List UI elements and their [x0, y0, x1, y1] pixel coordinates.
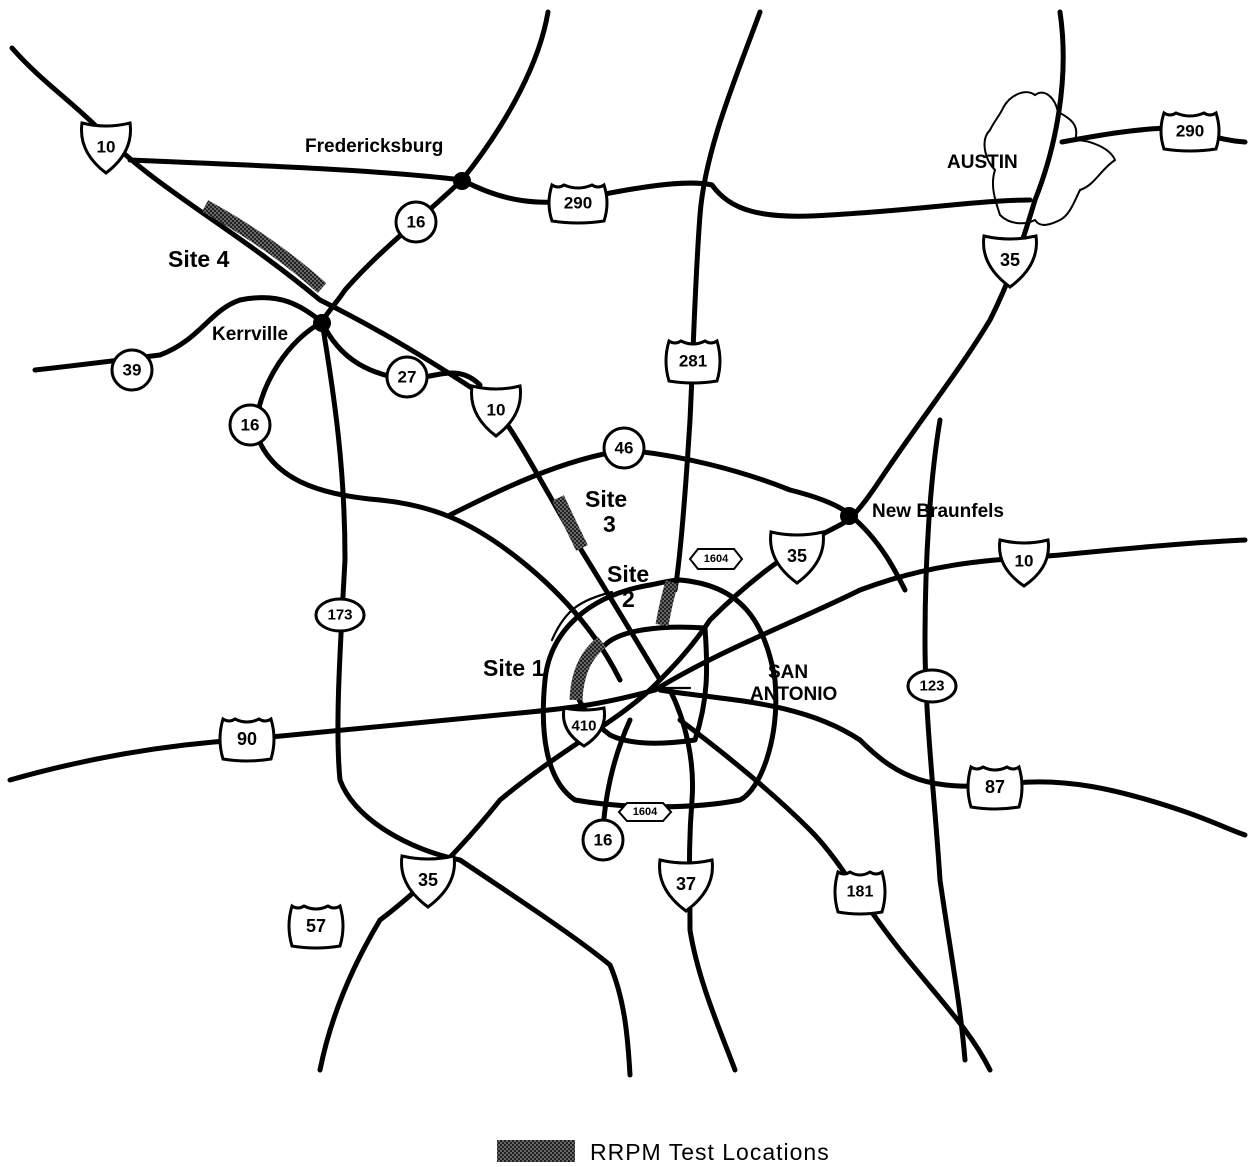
svg-text:10: 10	[1015, 552, 1034, 571]
fm1604-south-shield: 1604	[617, 802, 673, 822]
us181-shield: 181	[833, 869, 887, 916]
site3-label-line2: 3	[603, 511, 616, 537]
i10-east-road	[652, 537, 1248, 693]
i10-mid-shield: 10	[470, 384, 522, 438]
site4-label: Site 4	[168, 246, 230, 272]
svg-text:16: 16	[241, 416, 260, 435]
us290-east-shield: 290	[1159, 110, 1221, 153]
site1-label: Site 1	[483, 655, 545, 681]
kerrville-label: Kerrville	[212, 324, 288, 345]
svg-text:39: 39	[123, 361, 142, 380]
rrpm-sites	[201, 200, 679, 701]
us281-shield: 281	[664, 338, 722, 385]
site2-marker	[655, 580, 679, 627]
sh39-road	[32, 295, 325, 373]
us57-shield: 57	[287, 903, 345, 950]
state-shields: 16 16 16 27 39 46 173 123	[110, 200, 958, 862]
legend-label: RRPM Test Locations	[590, 1139, 830, 1165]
svg-text:90: 90	[237, 729, 257, 749]
sh46-shield: 46	[602, 426, 646, 470]
san-antonio-label-line2: ANTONIO	[750, 684, 837, 705]
svg-text:173: 173	[327, 607, 352, 624]
sh46-road	[447, 447, 908, 593]
svg-text:281: 281	[679, 352, 707, 371]
us-shields: 290 290 281 90 87 181 57	[218, 110, 1221, 950]
i35-mid-shield: 35	[769, 530, 825, 585]
austin-city-outline	[983, 91, 1117, 226]
i37-shield: 37	[658, 858, 714, 913]
sh16-west-shield: 16	[228, 403, 272, 447]
svg-text:35: 35	[787, 546, 807, 566]
svg-text:10: 10	[97, 138, 116, 157]
us90-road	[7, 687, 658, 783]
i35-north-road	[652, 9, 1066, 688]
site2-leader	[550, 590, 614, 642]
austin-label: AUSTIN	[947, 152, 1018, 173]
road-network	[7, 9, 1248, 1078]
i410-shield: 410	[561, 706, 607, 748]
interstate-shields: 10 10 10 35 35 35 37 410	[80, 121, 1050, 913]
site2-label-line2: 2	[622, 586, 635, 612]
svg-text:27: 27	[398, 368, 417, 387]
sh27-shield: 27	[385, 355, 429, 399]
sh173-shield: 173	[314, 597, 366, 633]
svg-text:16: 16	[594, 831, 613, 850]
site3-marker	[552, 495, 588, 551]
svg-text:410: 410	[571, 718, 596, 735]
us290-road	[127, 157, 1033, 219]
road-fredericksburg-north	[459, 9, 551, 183]
sh123-road	[922, 417, 968, 1063]
sh16-west-road	[252, 319, 623, 683]
loop1604-road	[540, 577, 779, 810]
svg-text:35: 35	[1000, 250, 1020, 270]
svg-text:16: 16	[407, 213, 426, 232]
site3-label-line1: Site	[585, 486, 627, 512]
fm1604-north-shield: 1604	[688, 548, 744, 570]
site2-label-line1: Site	[607, 561, 649, 587]
sh16-north-shield: 16	[394, 200, 438, 244]
us90-shield: 90	[218, 716, 276, 763]
kerrville-dot	[313, 314, 331, 332]
svg-text:37: 37	[676, 874, 696, 894]
i35-south-shield: 35	[400, 854, 456, 909]
new-braunfels-dot	[840, 507, 858, 525]
san-antonio-label-line1: SAN	[768, 662, 808, 683]
fredericksburg-dot	[453, 172, 471, 190]
legend: RRPM Test Locations	[497, 1139, 830, 1165]
site4-marker	[201, 200, 327, 293]
us87-shield: 87	[966, 764, 1024, 811]
svg-text:1604: 1604	[704, 553, 729, 565]
sh16-south-shield: 16	[581, 818, 625, 862]
site1-marker	[569, 636, 607, 701]
i10-nw-shield: 10	[80, 121, 132, 175]
svg-text:290: 290	[564, 194, 592, 213]
fredericksburg-label: Fredericksburg	[305, 136, 443, 157]
sh173-road	[319, 319, 633, 1078]
sh39-shield: 39	[110, 348, 154, 392]
fm-shields: 1604 1604	[617, 548, 744, 822]
us281-road	[672, 9, 763, 593]
svg-text:181: 181	[847, 884, 874, 901]
i35-north-shield: 35	[982, 234, 1038, 289]
svg-text:10: 10	[487, 401, 506, 420]
svg-text:87: 87	[985, 777, 1005, 797]
us290-west-shield: 290	[547, 182, 609, 225]
svg-text:1604: 1604	[633, 806, 658, 818]
svg-text:35: 35	[418, 870, 438, 890]
us87-road	[657, 687, 1248, 838]
i10-east-shield: 10	[998, 538, 1050, 588]
new-braunfels-label: New Braunfels	[872, 501, 1004, 522]
sh16-north-road	[319, 177, 465, 325]
sh123-shield: 123	[906, 668, 958, 704]
svg-text:290: 290	[1176, 122, 1204, 141]
svg-text:123: 123	[919, 678, 944, 695]
svg-text:46: 46	[615, 439, 634, 458]
legend-swatch	[497, 1140, 575, 1162]
svg-text:57: 57	[306, 916, 326, 936]
